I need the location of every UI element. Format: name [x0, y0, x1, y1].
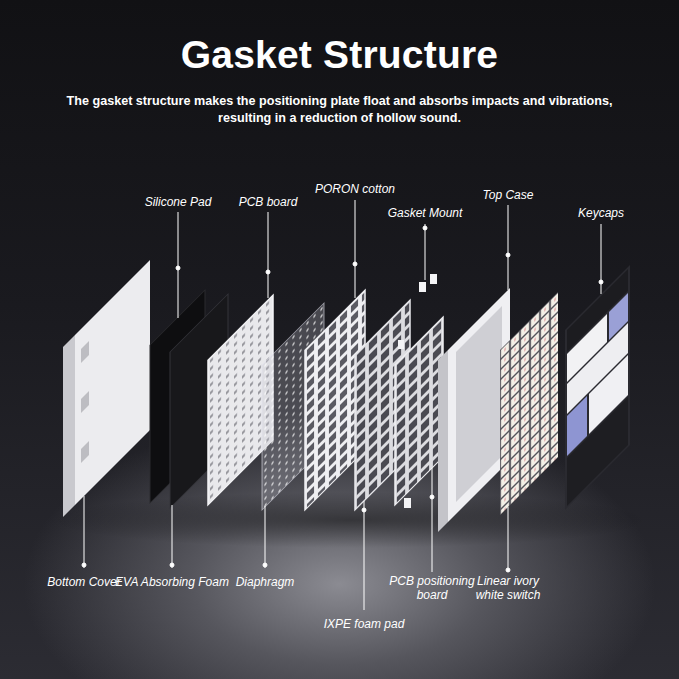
plate-face	[395, 317, 443, 505]
part-label: Linear ivory white switch	[468, 574, 548, 602]
leader-line	[172, 505, 173, 568]
leader-dot	[599, 280, 603, 284]
case-side	[438, 350, 448, 532]
bottom-cover	[63, 260, 150, 517]
cover-side	[63, 335, 75, 517]
leader-line	[355, 200, 356, 298]
floor-shadow	[50, 492, 650, 548]
part-label: IXPE foam pad	[309, 617, 419, 631]
leader-line	[84, 496, 85, 568]
gasket-mount	[419, 282, 426, 292]
leader-dot	[430, 495, 434, 499]
leader-dot	[170, 563, 174, 567]
part-label: PORON cotton	[300, 182, 410, 196]
gasket-mount	[404, 498, 411, 508]
positioning-plate	[395, 317, 443, 505]
part-label: Top Case	[453, 188, 563, 202]
leader-line	[265, 506, 266, 568]
switches	[500, 292, 558, 515]
leader-dot	[506, 568, 510, 572]
part-label: Keycaps	[546, 206, 656, 220]
leader-dot	[506, 253, 510, 257]
gasket-mounts	[398, 274, 444, 508]
keycap-row	[567, 397, 628, 506]
leader-dot	[176, 266, 180, 270]
diagram-caption: The gasket structure makes the positioni…	[60, 93, 619, 127]
leader-lines	[82, 200, 603, 610]
part-label: PCB board	[213, 195, 323, 209]
leader-dot	[82, 563, 86, 567]
leader-line	[268, 212, 269, 298]
part-label: Silicone Pad	[123, 195, 233, 209]
leader-line	[508, 507, 509, 572]
leader-line	[178, 212, 179, 318]
leader-line	[364, 501, 365, 610]
switch-array	[500, 292, 558, 515]
leader-dot	[362, 508, 366, 512]
leader-dot	[266, 270, 270, 274]
keycaps	[565, 265, 630, 510]
leader-line	[432, 468, 433, 572]
gasket-mount	[398, 340, 404, 349]
leader-dot	[263, 563, 267, 567]
part-label: EVA Absorbing Foam	[107, 575, 237, 589]
cover-notch	[81, 441, 89, 463]
top-case	[438, 288, 510, 532]
part-label: Diaphragm	[210, 575, 320, 589]
leader-dot	[353, 262, 357, 266]
cover-face	[75, 260, 150, 505]
leader-line	[508, 205, 509, 290]
cover-notch	[81, 341, 89, 363]
part-label: PCB positioning board	[386, 574, 478, 602]
leader-dot	[423, 226, 427, 230]
cover-notch	[81, 391, 89, 413]
case-opening	[456, 306, 502, 502]
part-label: Gasket Mount	[370, 206, 480, 220]
leader-line	[425, 224, 426, 280]
gasket-mount	[430, 274, 437, 284]
keycap-base	[565, 265, 630, 510]
diagram-title: Gasket Structure	[0, 33, 679, 77]
